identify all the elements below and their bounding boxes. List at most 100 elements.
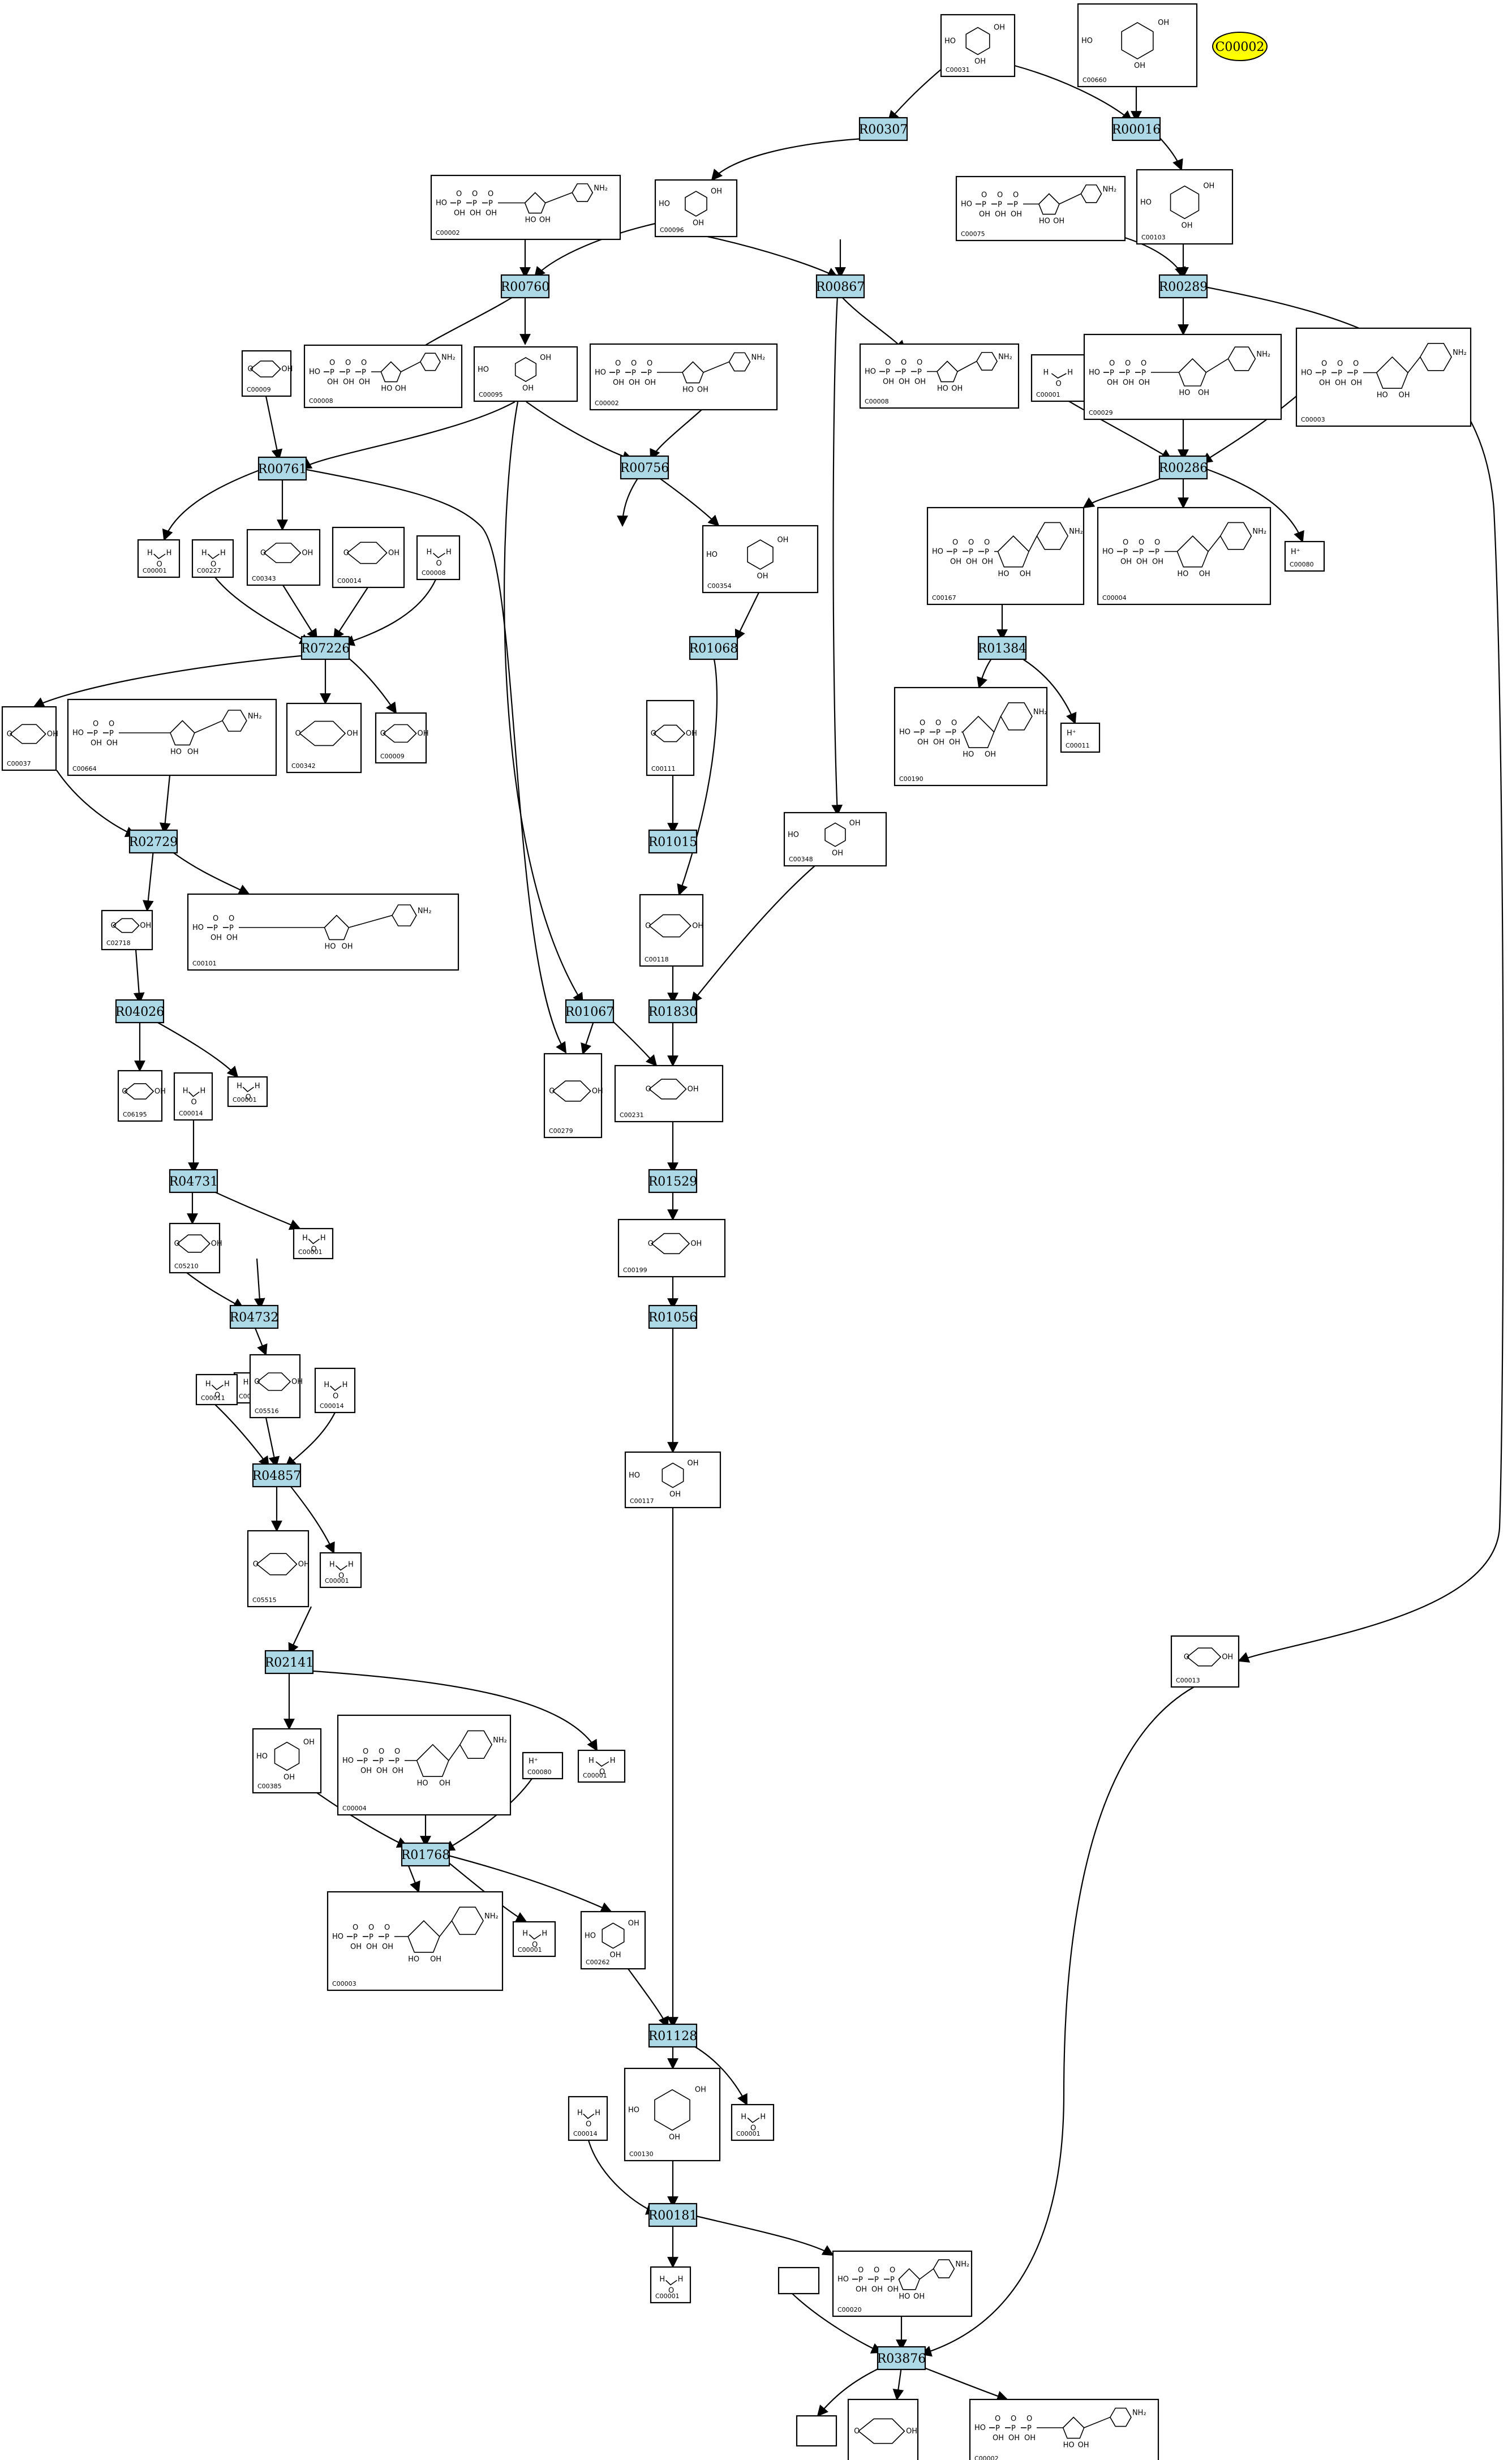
reaction-node[interactable]: R00181 [648,2203,698,2227]
reaction-node[interactable]: R00307 [858,117,908,141]
reaction-node[interactable]: R00760 [500,274,550,299]
reaction-node[interactable]: R04732 [229,1304,279,1329]
compound-node[interactable]: H⁺C00080 [522,1751,564,1780]
reaction-node[interactable]: R01068 [689,636,738,660]
empty-compound-box[interactable] [778,2266,820,2295]
reaction-box[interactable] [1111,117,1161,141]
reaction-node[interactable]: R04026 [115,999,165,1024]
reaction-box[interactable] [115,999,165,1024]
compound-box[interactable] [859,343,1020,409]
compound-box[interactable] [624,2067,721,2162]
reaction-box[interactable] [401,1842,450,1867]
compound-box[interactable] [337,1714,512,1816]
reaction-box[interactable] [648,829,698,854]
reaction-node[interactable]: R02141 [265,1650,314,1675]
compound-node[interactable]: H⁺C00011 [1060,722,1101,753]
reaction-node[interactable]: R00016 [1111,117,1161,141]
compound-box[interactable] [246,529,321,586]
compound-box[interactable] [187,893,459,971]
compound-box[interactable] [639,894,704,967]
compound-box[interactable] [1284,540,1325,572]
reaction-box[interactable] [858,117,908,141]
reaction-box[interactable] [252,1463,302,1488]
reaction-node[interactable]: R04857 [252,1463,302,1488]
compound-box[interactable] [249,1354,301,1419]
compound-box[interactable] [1136,169,1234,245]
highlight-ellipse[interactable] [1212,32,1268,61]
compound-box[interactable] [101,909,153,951]
reaction-node[interactable]: R03876 [877,2346,926,2371]
compound-box[interactable] [1060,722,1101,753]
compound-box[interactable] [1077,3,1198,88]
compound-box[interactable] [1,706,57,771]
reaction-box[interactable] [648,2203,698,2227]
reaction-box[interactable] [257,456,307,481]
reaction-box[interactable] [500,274,550,299]
compound-box[interactable] [375,712,427,764]
reaction-node[interactable]: R00761 [257,456,307,481]
reaction-box[interactable] [648,2023,698,2048]
reaction-node[interactable]: R00289 [1158,274,1208,299]
compound-node[interactable]: OOHC02188 [847,2398,919,2460]
empty-compound-box[interactable] [796,2415,837,2447]
reaction-box[interactable] [1158,455,1208,480]
reaction-node[interactable]: R04731 [169,1169,218,1193]
reaction-box[interactable] [169,1169,218,1193]
reaction-node[interactable]: R01015 [648,829,698,854]
compound-box[interactable] [832,2250,973,2317]
reaction-box[interactable] [1158,274,1208,299]
compound-box[interactable] [416,535,461,581]
reaction-node[interactable]: R01384 [978,636,1027,660]
reaction-box[interactable] [300,636,350,660]
compound-box[interactable] [614,1064,724,1123]
compound-box[interactable] [926,506,1085,606]
compound-box[interactable] [783,812,887,867]
reaction-box[interactable] [229,1304,279,1329]
compound-box[interactable] [332,526,405,589]
reaction-node[interactable]: R01830 [648,999,698,1024]
reaction-box[interactable] [877,2346,926,2371]
compound-box[interactable] [617,1218,726,1278]
compound-node[interactable]: H⁺C00080 [1284,540,1325,572]
compound-box[interactable] [1295,327,1472,427]
compound-box[interactable] [940,14,1016,78]
compound-box[interactable] [646,699,695,776]
compound-box[interactable] [522,1751,564,1780]
compound-box[interactable] [117,1070,163,1122]
